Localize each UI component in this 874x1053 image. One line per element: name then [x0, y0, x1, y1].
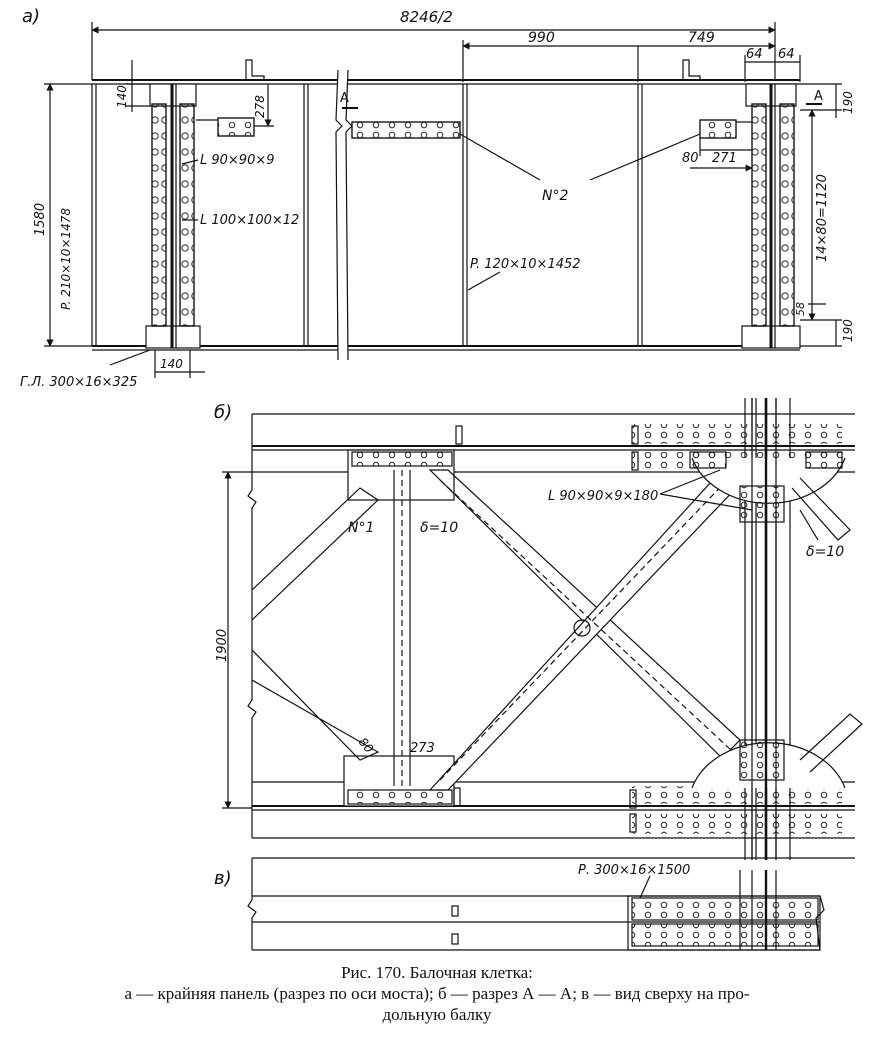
dim-140-bot: 140	[160, 357, 183, 371]
section-mark-a-right: A	[814, 89, 823, 104]
panel-label-a: а)	[22, 6, 40, 27]
dim-80-b: 80	[356, 735, 377, 756]
caption-title: Рис. 170. Балочная клетка:	[341, 963, 533, 982]
dim-80-a: 80	[682, 151, 699, 166]
panel-a	[44, 22, 842, 378]
plate-210-label: P. 210×10×1478	[59, 208, 73, 310]
panel-c	[247, 857, 855, 951]
angle-90-label: L 90×90×9	[200, 153, 275, 168]
delta-left: δ=10	[420, 520, 458, 536]
dim-14x80: 14×80=1120	[815, 174, 830, 262]
dim-64-right: 64	[778, 47, 795, 62]
dim-58: 58	[794, 302, 807, 316]
dim-190-top: 190	[841, 91, 855, 114]
dim-140-top: 140	[115, 85, 129, 108]
caption-line-3: дольную балку	[382, 1005, 492, 1024]
figure-caption: Рис. 170. Балочная клетка: а — крайняя п…	[0, 962, 874, 1025]
label-n2: N°2	[542, 188, 568, 204]
dim-1580: 1580	[33, 203, 48, 236]
dim-190-bot: 190	[841, 319, 855, 342]
dim-278: 278	[253, 95, 267, 118]
panel-label-b: б)	[214, 402, 232, 423]
dim-271: 271	[712, 151, 737, 166]
dim-990: 990	[528, 30, 555, 46]
dim-overall: 8246/2	[400, 8, 453, 26]
dim-273: 273	[410, 741, 435, 756]
dim-1900: 1900	[215, 629, 230, 662]
plate-1500-label: Р. 300×16×1500	[578, 863, 690, 878]
panel-b	[222, 398, 863, 860]
section-mark-a-left: A	[340, 91, 349, 106]
dim-749: 749	[688, 30, 715, 46]
panel-label-c: в)	[214, 868, 232, 889]
label-n1: N°1	[348, 520, 374, 536]
dim-64-left: 64	[746, 47, 763, 62]
plate-300-label: Г.Л. 300×16×325	[20, 375, 137, 390]
angle-100-label: L 100×100×12	[200, 213, 299, 228]
delta-right: δ=10	[806, 544, 844, 560]
plate-120-label: P. 120×10×1452	[470, 257, 581, 272]
angle-180-label: L 90×90×9×180	[548, 489, 658, 504]
caption-line-2: а — крайняя панель (разрез по оси моста)…	[124, 984, 750, 1003]
